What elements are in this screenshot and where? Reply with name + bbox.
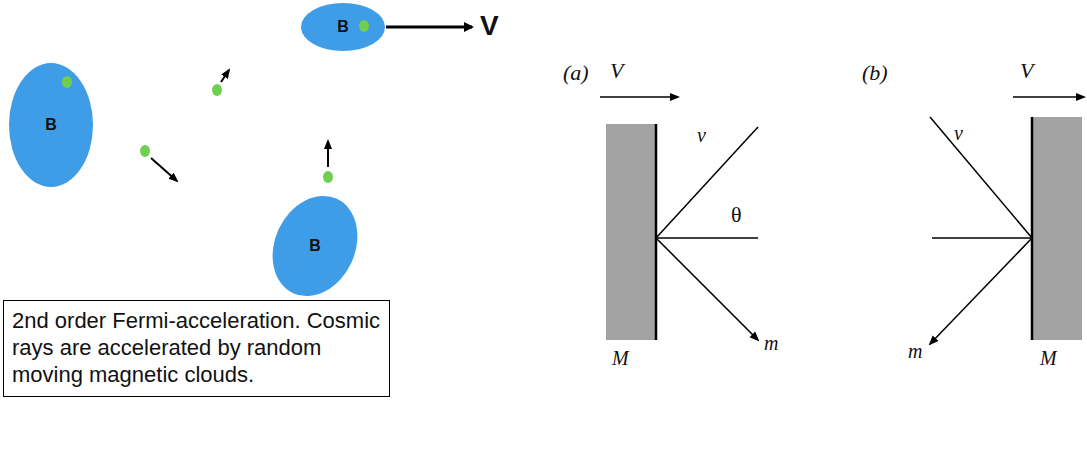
wall-face: [655, 124, 658, 340]
mass-label: M: [612, 347, 629, 370]
cosmic-ray-particle: [62, 76, 72, 88]
field-label: B: [309, 237, 321, 255]
velocity-label: V: [480, 10, 499, 42]
wall-face: [1031, 117, 1034, 340]
velocity-label: V: [1020, 58, 1033, 84]
cloud-velocity-arrow: [386, 26, 472, 29]
field-label: B: [45, 116, 57, 134]
cosmic-ray-particles: [140, 84, 333, 183]
magnetic-cloud: B: [9, 63, 93, 187]
speed-label: v: [954, 122, 963, 145]
particle-path: [656, 127, 758, 340]
caption-box: 2nd order Fermi-acceleration. Cosmic ray…: [3, 300, 390, 397]
particle-velocity-arrows: [151, 70, 328, 181]
magnetic-cloud: B: [275, 194, 355, 298]
speed-label: v: [697, 124, 706, 147]
cosmic-ray-particle: [359, 20, 369, 32]
wall-velocity-arrow: [1013, 96, 1084, 98]
panel-label: (a): [563, 60, 589, 86]
velocity-label: V: [610, 58, 623, 84]
mass-label: M: [1040, 347, 1057, 370]
angle-label: θ: [731, 202, 742, 228]
moving-wall: [606, 124, 656, 340]
magnetic-cloud: B: [301, 3, 385, 51]
mass-label: m: [908, 340, 922, 363]
particle-path: [930, 117, 1032, 344]
moving-wall: [1032, 117, 1082, 340]
mass-label: m: [764, 332, 778, 355]
panel-label: (b): [862, 60, 888, 86]
caption-text: 2nd order Fermi-acceleration. Cosmic ray…: [12, 307, 381, 388]
field-label: B: [337, 18, 349, 36]
wall-velocity-arrow: [600, 96, 678, 98]
